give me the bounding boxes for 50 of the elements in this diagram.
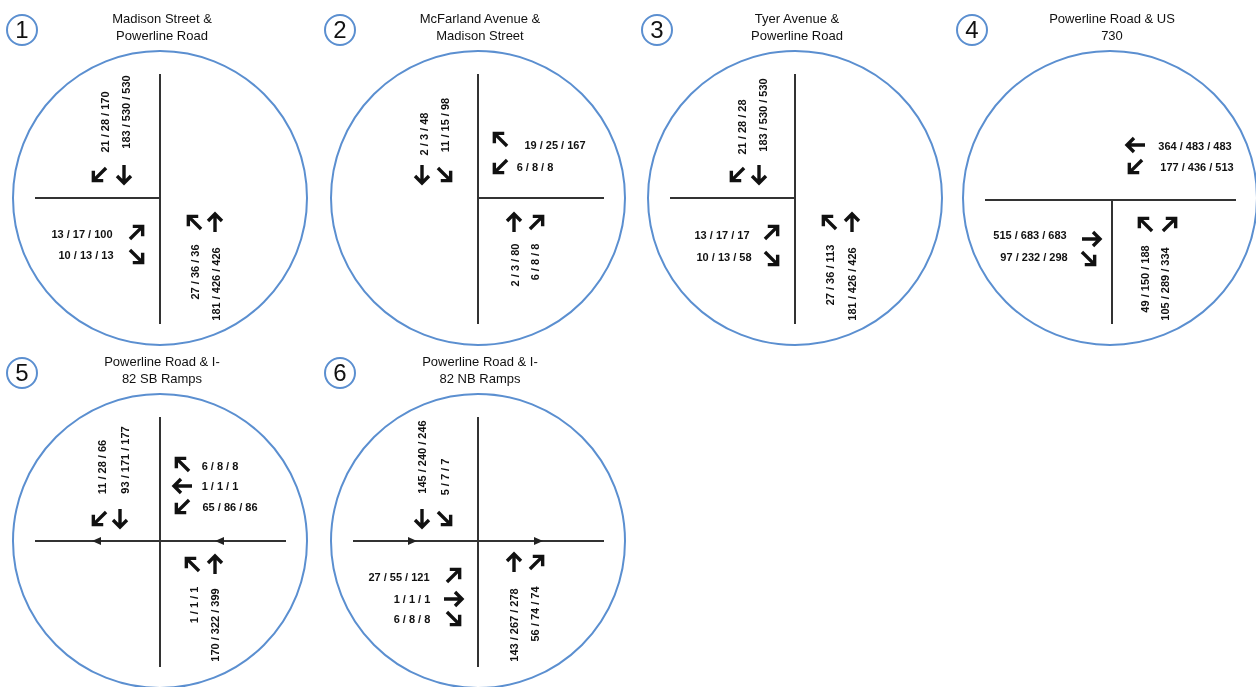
number-badge: 5 <box>6 357 38 389</box>
number-badge: 1 <box>6 14 38 46</box>
volume-label: 181 / 426 / 426 <box>210 247 222 321</box>
volume-label: 19 / 25 / 167 <box>524 139 586 151</box>
volume-label: 27 / 55 / 121 <box>368 571 430 583</box>
volume-label: 6 / 8 / 8 <box>393 613 431 625</box>
volume-label: 56 / 74 / 74 <box>529 586 541 642</box>
volume-label: 145 / 240 / 246 <box>416 420 428 494</box>
intersection-title: McFarland Avenue & Madison Street <box>418 10 542 44</box>
volume-label: 105 / 289 / 334 <box>1159 247 1171 321</box>
volume-label: 6 / 8 / 8 <box>529 243 541 281</box>
volume-label: 1 / 1 / 1 <box>188 586 200 624</box>
volume-label: 21 / 28 / 170 <box>99 91 111 153</box>
volume-label: 1 / 1 / 1 <box>201 480 239 492</box>
volume-label: 181 / 426 / 426 <box>846 247 858 321</box>
volume-label: 1 / 1 / 1 <box>393 593 431 605</box>
volume-label: 11 / 28 / 66 <box>96 439 108 495</box>
volume-label: 5 / 7 / 7 <box>439 458 451 496</box>
number-badge: 2 <box>324 14 356 46</box>
volume-label: 10 / 13 / 58 <box>696 251 752 263</box>
volume-label: 364 / 483 / 483 <box>1158 140 1232 152</box>
volume-label: 93 / 171 / 177 <box>119 426 131 494</box>
volume-label: 65 / 86 / 86 <box>202 501 258 513</box>
volume-label: 515 / 683 / 683 <box>993 229 1067 241</box>
intersection-title: Powerline Road & I-82 SB Ramps <box>103 353 221 387</box>
intersection-title: Powerline Road & US 730 <box>1048 10 1176 44</box>
volume-label: 170 / 322 / 399 <box>209 588 221 662</box>
volume-label: 27 / 36 / 36 <box>189 244 201 300</box>
volume-label: 11 / 15 / 98 <box>439 97 451 153</box>
volume-label: 6 / 8 / 8 <box>516 161 554 173</box>
intersection-title: Tyer Avenue & Powerline Road <box>750 10 844 44</box>
volume-label: 21 / 28 / 28 <box>736 99 748 155</box>
volume-label: 97 / 232 / 298 <box>1000 251 1068 263</box>
volume-label: 2 / 3 / 48 <box>418 112 430 156</box>
volume-label: 13 / 17 / 100 <box>51 228 113 240</box>
intersection-title: Madison Street & Powerline Road <box>111 10 213 44</box>
volume-label: 6 / 8 / 8 <box>201 460 239 472</box>
number-badge: 3 <box>641 14 673 46</box>
volume-label: 27 / 36 / 113 <box>824 244 836 306</box>
intersection-title: Powerline Road & I-82 NB Ramps <box>421 353 539 387</box>
volume-label: 2 / 3 / 80 <box>509 243 521 287</box>
number-badge: 6 <box>324 357 356 389</box>
volume-label: 177 / 436 / 513 <box>1160 161 1234 173</box>
volume-label: 10 / 13 / 13 <box>58 249 114 261</box>
volume-label: 143 / 267 / 278 <box>508 588 520 662</box>
volume-label: 49 / 150 / 188 <box>1139 245 1151 313</box>
volume-label: 183 / 530 / 530 <box>120 75 132 149</box>
volume-label: 183 / 530 / 530 <box>757 78 769 152</box>
number-badge: 4 <box>956 14 988 46</box>
volume-label: 13 / 17 / 17 <box>694 229 750 241</box>
